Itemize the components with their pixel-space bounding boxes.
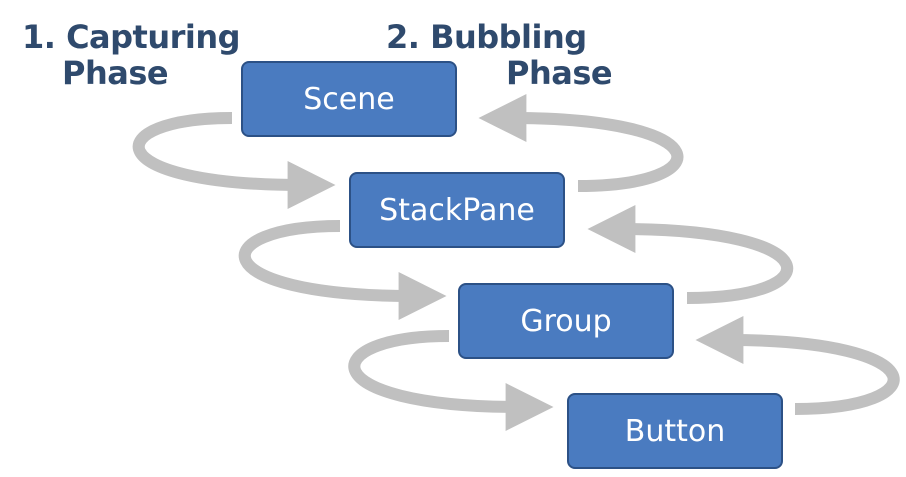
bubble-arrow-stackpane-to-scene [478,94,684,192]
bubbling-phase-title: 2. Bubbling Phase [386,18,613,92]
capturing-phase-title: 1. Capturing Phase [22,18,241,92]
capture-arrow-group-to-button [348,330,554,431]
node-button: Button [567,393,783,469]
node-button-label: Button [624,413,726,449]
node-stackpane-label: StackPane [379,192,535,228]
capturing-title-line1: 1. Capturing [22,18,241,56]
node-stackpane: StackPane [349,172,565,248]
capturing-title-line2: Phase [62,54,169,92]
node-group: Group [458,283,674,359]
bubble-arrow-button-to-group [695,316,900,415]
capture-arrow-scene-to-stackpane [132,112,336,209]
node-scene: Scene [241,61,457,137]
capture-arrow-stackpane-to-group [238,220,447,320]
node-scene-label: Scene [303,81,395,117]
bubbling-title-line1: 2. Bubbling [386,18,587,56]
node-group-label: Group [520,303,612,339]
bubble-arrow-group-to-stackpane [587,205,793,304]
bubbling-title-line2: Phase [506,54,613,92]
